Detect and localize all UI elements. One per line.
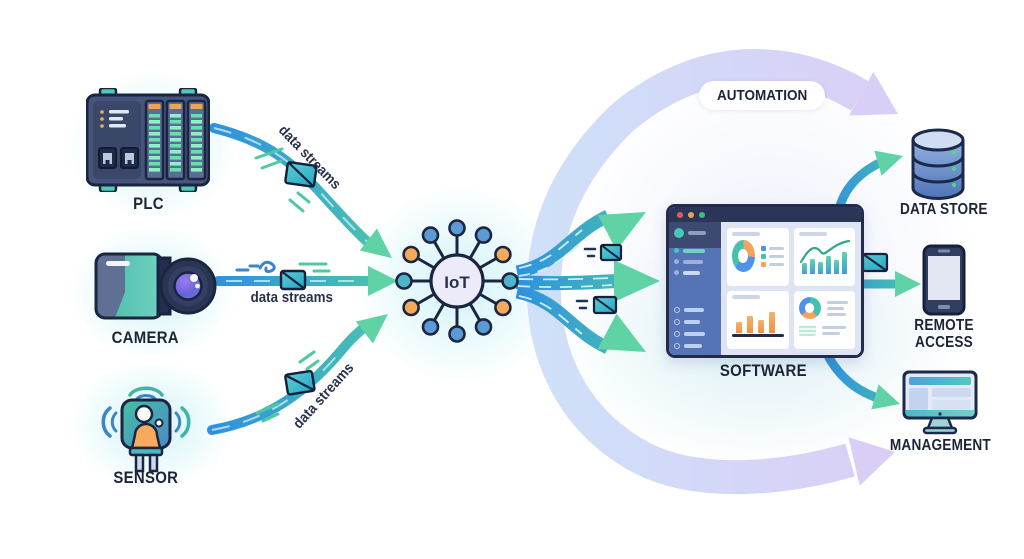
monitor-icon	[902, 370, 978, 435]
wind-doodle	[235, 260, 276, 274]
software-dashboard-window	[666, 204, 864, 358]
sensor-label: SENSOR	[113, 468, 179, 487]
remote-access-label: REMOTE ACCESS	[914, 317, 974, 352]
window-control-close	[677, 211, 683, 218]
arrow-software-to-remote	[855, 271, 921, 297]
envelope-icon	[861, 252, 889, 273]
smartphone-icon	[922, 244, 966, 316]
arrow-software-to-management	[821, 347, 900, 410]
plc-icon	[86, 88, 210, 192]
stream-arrow-sensor	[207, 314, 388, 435]
window-control-minimize	[688, 211, 694, 218]
window-control-zoom	[699, 211, 705, 218]
plc-label: PLC	[132, 194, 164, 213]
software-label: SOFTWARE	[719, 361, 807, 380]
data-store-label: DATA STORE	[900, 201, 988, 218]
envelope-icon	[284, 161, 318, 188]
trend-line	[799, 239, 850, 264]
camera-icon	[94, 252, 217, 320]
iot-hub-label: IoT	[444, 273, 470, 292]
envelope-icon	[279, 269, 307, 291]
iot-hub-icon: IoT	[395, 219, 519, 343]
envelope-icon	[592, 295, 618, 315]
dashboard-main-area	[721, 222, 861, 355]
management-label: MANAGEMENT	[889, 437, 991, 454]
trend-bar-chart-card	[793, 228, 855, 286]
automation-label: AUTOMATION	[716, 87, 808, 104]
envelope-icon	[599, 243, 623, 262]
stream-fan-iot-to-software	[515, 210, 660, 354]
envelope-icon	[284, 369, 316, 396]
window-titlebar	[669, 207, 861, 222]
wifi-arcs-icon	[101, 386, 191, 438]
camera-stream-label: data streams	[250, 290, 334, 306]
automation-label-pill: AUTOMATION	[699, 81, 825, 110]
database-icon	[911, 128, 965, 200]
camera-label: CAMERA	[111, 328, 179, 347]
dashboard-sidebar	[669, 222, 721, 355]
arrow-software-to-datastore	[835, 150, 903, 211]
speed-dashes	[254, 147, 331, 423]
sensor-icon	[101, 386, 191, 473]
stats-card	[793, 291, 855, 349]
orange-bar-chart-card	[727, 291, 789, 349]
donut-chart-card	[727, 228, 789, 286]
